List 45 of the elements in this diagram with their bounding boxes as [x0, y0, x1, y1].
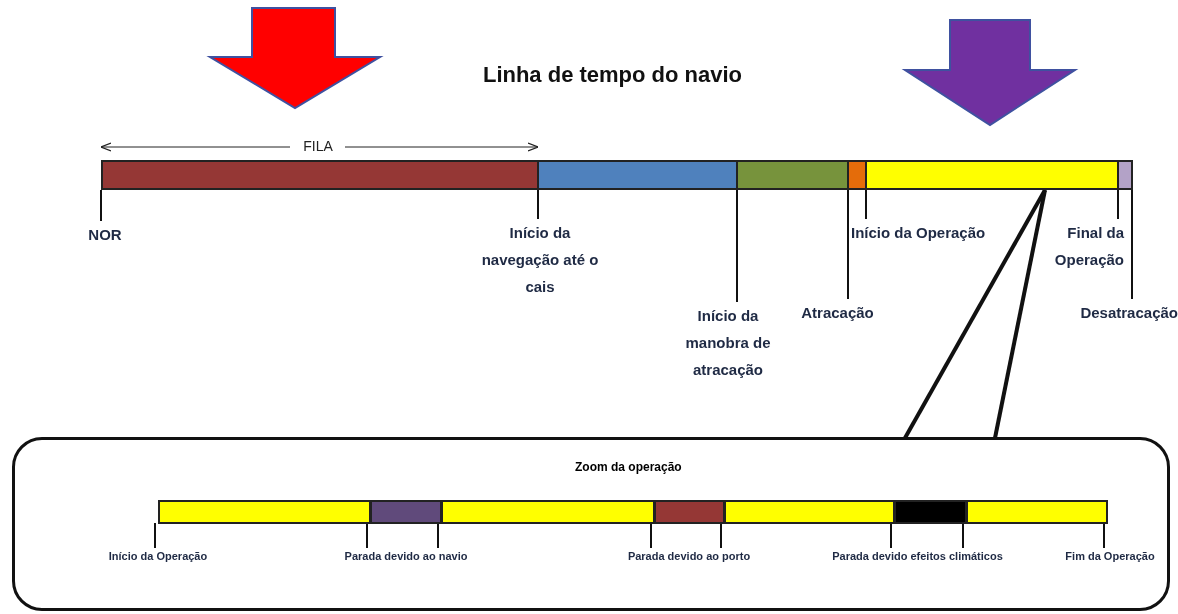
leader-line	[847, 189, 849, 300]
timeline-segment	[847, 160, 867, 190]
timeline-segment	[724, 500, 895, 524]
leader-line	[962, 522, 964, 549]
milestone-label: Início da Operação	[851, 219, 1011, 249]
leader-line	[1117, 189, 1119, 220]
leader-line	[366, 522, 368, 549]
milestone-label: Final da Operação	[1026, 219, 1124, 279]
callout-panel	[12, 437, 1170, 611]
panel-title: Zoom da operação	[575, 460, 682, 474]
timeline-segment	[370, 500, 442, 524]
timeline-segment	[1117, 160, 1133, 190]
timeline-segment	[101, 160, 539, 190]
milestone-label: Parada devido efeitos climáticos	[810, 549, 1025, 565]
timeline-segment	[894, 500, 967, 524]
milestone-label: Início da Operação	[88, 549, 228, 565]
leader-line	[865, 189, 867, 220]
timeline-segment	[865, 160, 1119, 190]
leader-line	[650, 522, 652, 549]
milestone-label: NOR	[70, 221, 140, 251]
dimension-label: FILA	[302, 138, 334, 154]
leader-line	[154, 522, 156, 549]
timeline-segment	[736, 160, 849, 190]
milestone-label: Início da navegação até o cais	[470, 219, 610, 299]
leader-line	[437, 522, 439, 549]
milestone-label: Desatracação	[1066, 299, 1178, 329]
leader-line	[1131, 189, 1133, 300]
milestone-label: Parada devido ao porto	[599, 549, 779, 565]
timeline-segment	[158, 500, 371, 524]
timeline-segment	[537, 160, 738, 190]
callout-line	[993, 189, 1047, 439]
timeline-segment	[654, 500, 725, 524]
leader-line	[736, 189, 738, 303]
milestone-label: Atracação	[790, 299, 885, 329]
milestone-label: Fim da Operação	[1045, 549, 1175, 565]
milestone-label: Parada devido ao navio	[316, 549, 496, 565]
timeline-segment	[441, 500, 655, 524]
leader-line	[890, 522, 892, 549]
timeline-segment	[966, 500, 1108, 524]
leader-line	[720, 522, 722, 549]
leader-line	[1103, 522, 1105, 549]
leader-line	[100, 189, 102, 222]
milestone-label: Início da manobra de atracação	[675, 302, 781, 382]
diagram-title: Linha de tempo do navio	[481, 62, 744, 88]
leader-line	[537, 189, 539, 220]
